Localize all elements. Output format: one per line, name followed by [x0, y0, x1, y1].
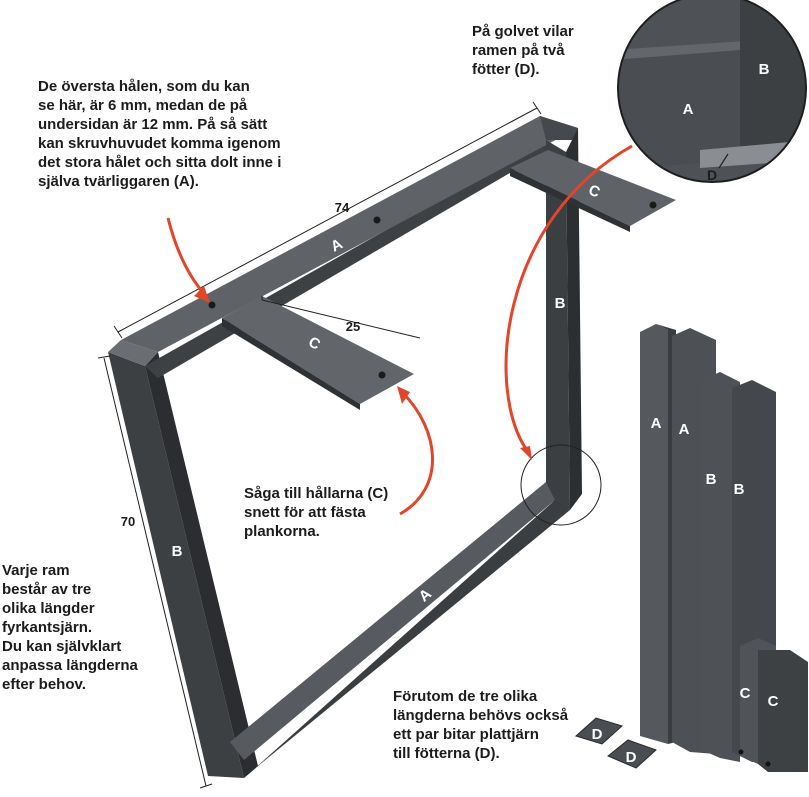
zoom-inset-border	[617, 0, 807, 183]
note-saw: Såga till hållarna (C) snett för att fäs…	[244, 485, 389, 540]
bracket-left-top	[222, 296, 414, 404]
dimension-lines	[97, 101, 542, 789]
label-parts-b1: B	[706, 471, 717, 488]
zoom-inset	[618, 0, 806, 182]
label-zoom-d: D	[707, 167, 717, 183]
label-parts-c2: C	[768, 693, 779, 710]
left-leg-front	[108, 352, 244, 778]
right-leg-side	[566, 128, 582, 510]
zoom-d-leader	[718, 153, 729, 169]
label-zoom-b: B	[759, 61, 770, 78]
foot-plate-2	[607, 739, 657, 769]
note-frame: Varje ram består av tre olika längder fy…	[2, 562, 138, 693]
label-parts-b2: B	[734, 481, 745, 498]
label-foot-1: D	[592, 726, 603, 743]
foot-plate-1	[575, 717, 623, 745]
note-feet: Förutom de tre olika längderna behövs oc…	[393, 688, 569, 762]
dimension-side: 70	[121, 514, 135, 529]
dimension-bracket: 25	[346, 319, 360, 334]
label-zoom-a: A	[683, 101, 694, 118]
bracket-right-hole	[649, 201, 657, 209]
corner-highlight-circle	[520, 444, 602, 526]
bracket-right-top	[510, 150, 676, 226]
label-foot-2: D	[626, 749, 637, 766]
bracket-left-hole	[378, 371, 386, 379]
note-holes: De översta hålen, som du kan se här, är …	[38, 78, 282, 190]
top-hole-2	[373, 216, 381, 224]
top-beam-top	[121, 116, 578, 352]
arrow-head-saw	[397, 386, 410, 404]
bracket-left-front	[222, 318, 360, 410]
arrow-head-holes	[194, 286, 210, 303]
label-parts-a2: A	[679, 421, 690, 438]
left-leg-side	[145, 352, 258, 778]
label-parts-a1: A	[651, 415, 662, 432]
arrow-head-floor	[520, 446, 532, 460]
left-leg-top	[108, 340, 158, 366]
label-parts-c1: C	[740, 685, 751, 702]
note-floor: På golvet vilar ramen på två fötter (D).	[472, 23, 574, 78]
bottom-beam-front	[244, 500, 570, 778]
label-left-leg: B	[172, 543, 183, 560]
dimension-top: 74	[335, 200, 350, 215]
bracket-right-front	[510, 168, 630, 232]
top-beam-back	[540, 116, 578, 140]
parts-stack	[640, 324, 808, 772]
top-hole-1	[208, 301, 216, 309]
label-right-leg: B	[555, 295, 566, 312]
right-leg-front	[546, 140, 570, 510]
bottom-beam-top	[230, 482, 555, 760]
